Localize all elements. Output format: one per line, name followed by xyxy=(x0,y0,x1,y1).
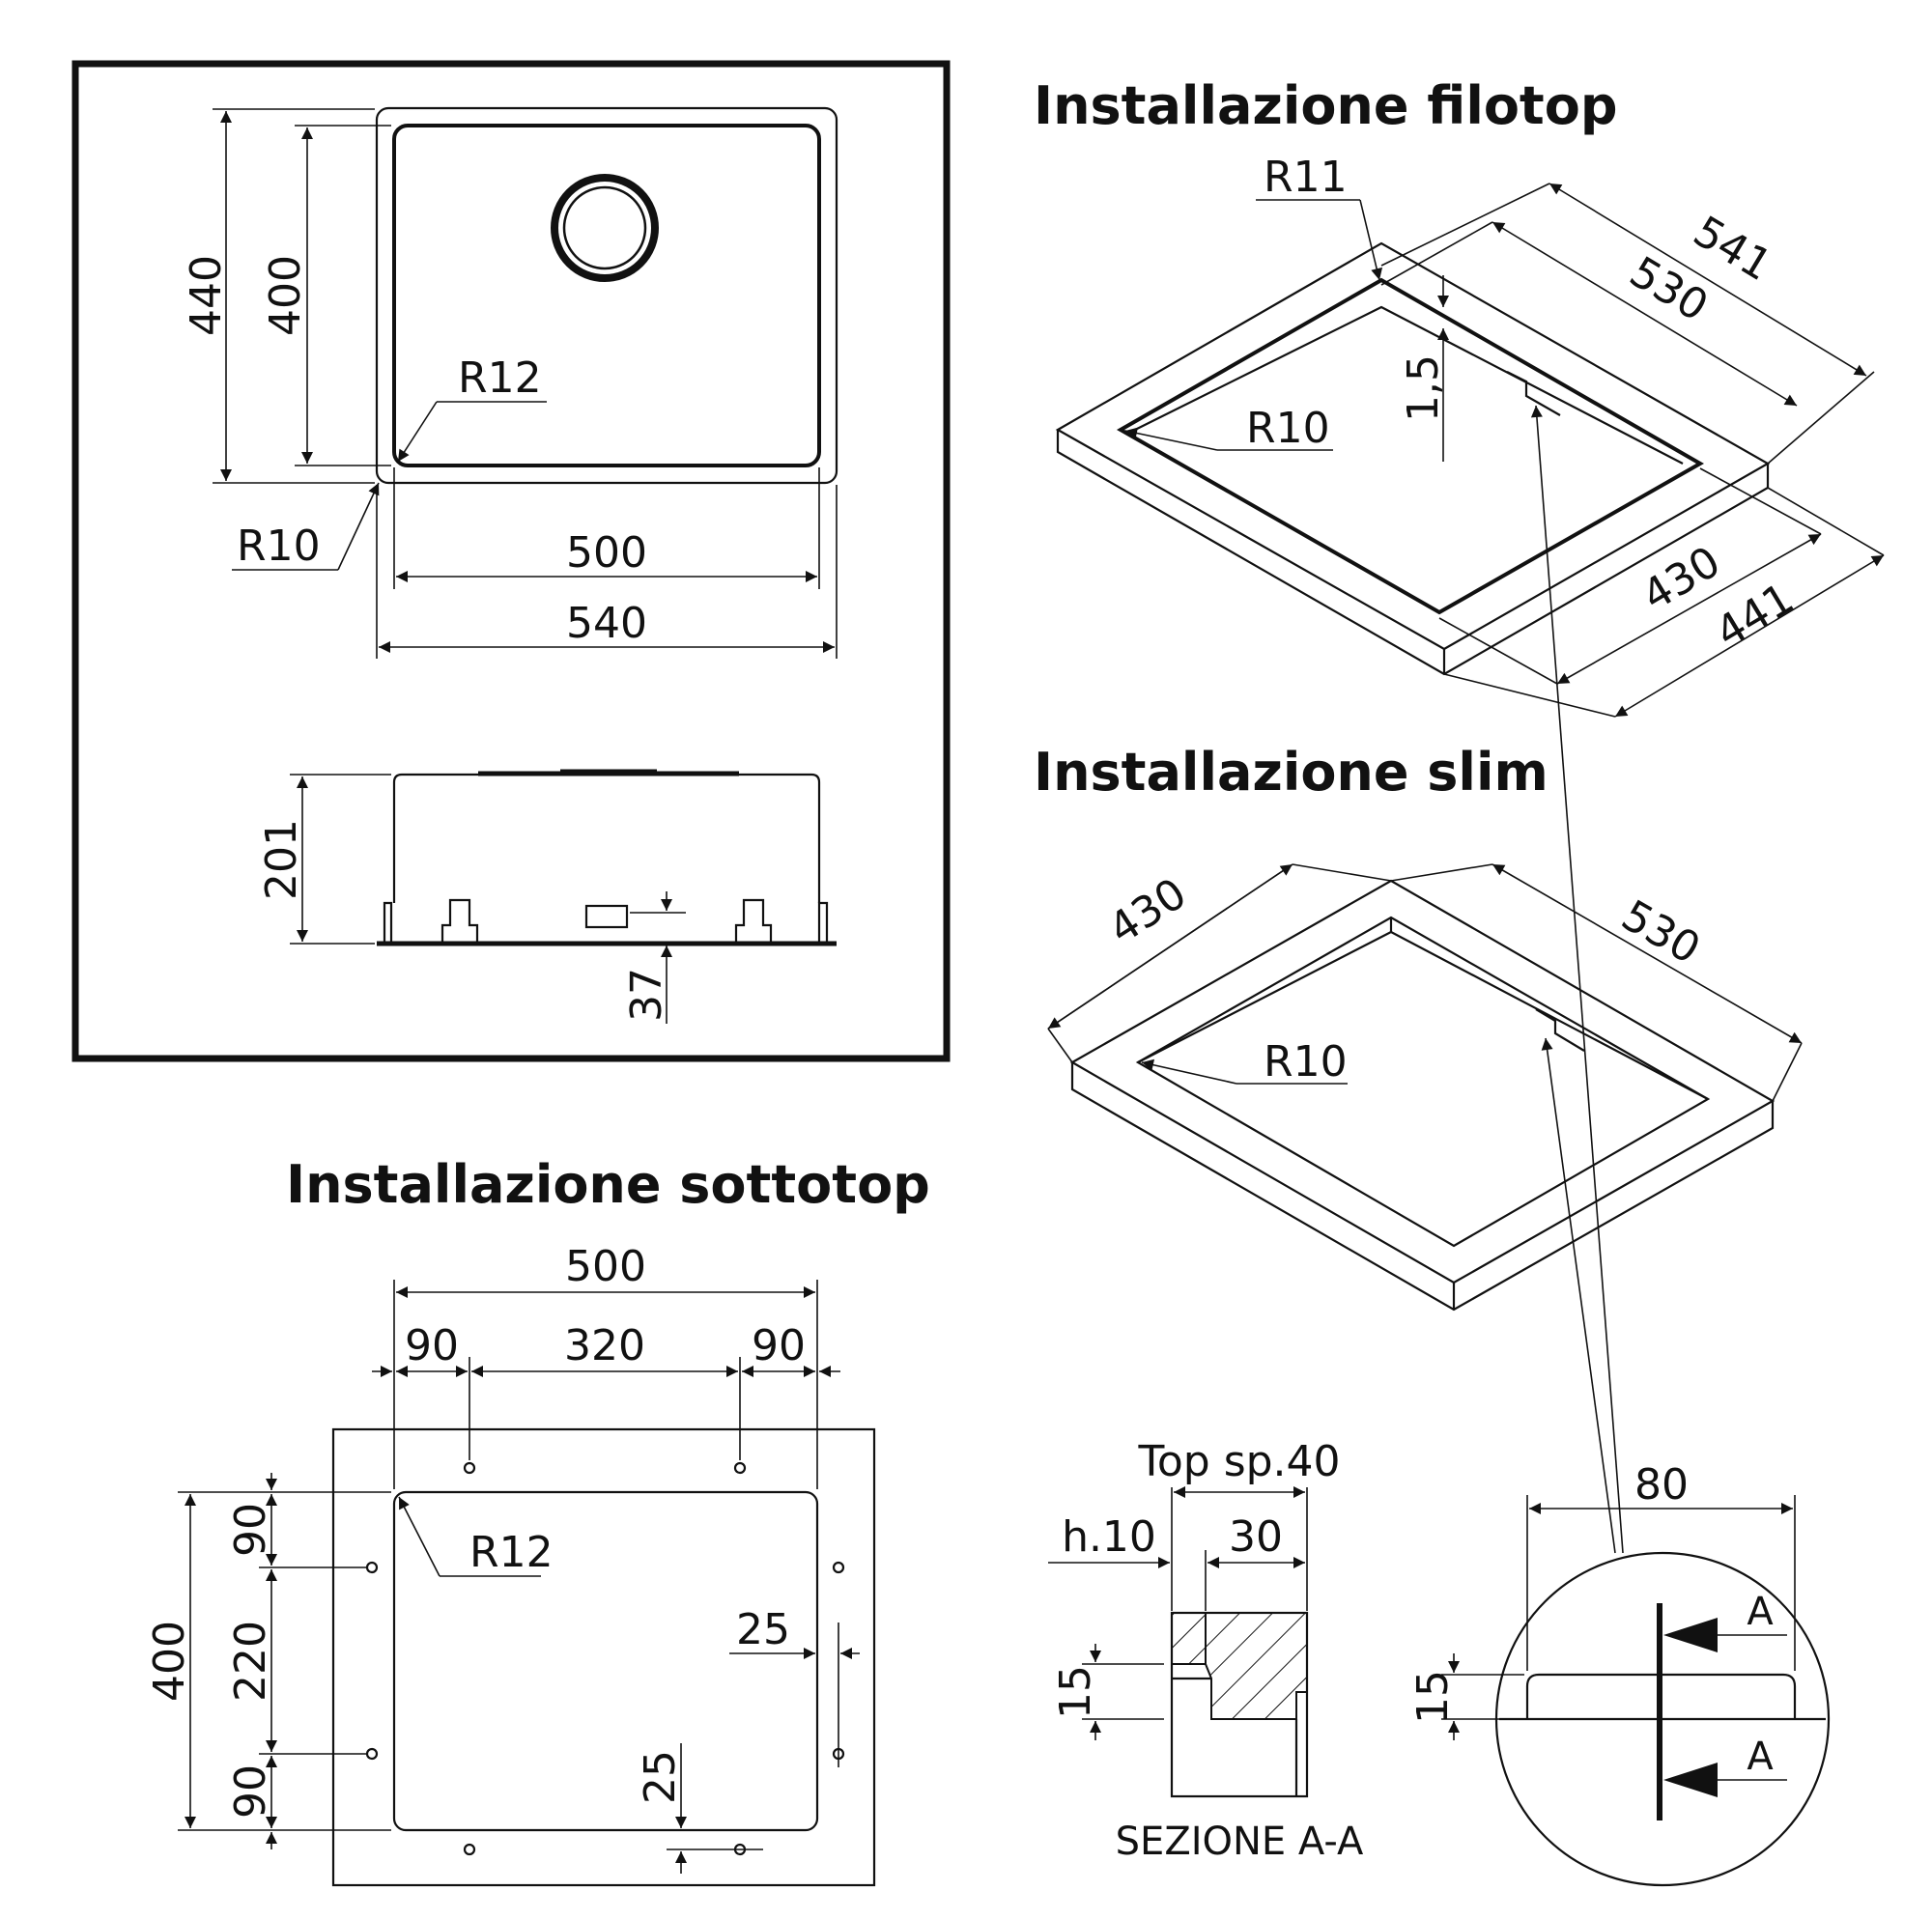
detail-leader-slim xyxy=(1541,1037,1616,1554)
filotop-inner-step xyxy=(1134,305,1684,465)
dim-440: 440 xyxy=(182,255,231,336)
slim-cutout xyxy=(1135,916,1711,1248)
dim-h10: h.10 xyxy=(1062,1512,1156,1562)
radius-r10-top: R10 xyxy=(237,522,321,571)
sink-cutout xyxy=(392,1490,819,1832)
bracket-left xyxy=(440,898,479,942)
cut-label-upper: A xyxy=(1747,1590,1774,1634)
section-a-a xyxy=(1170,1611,1309,1798)
dim-400-sottotop: 400 xyxy=(145,1621,194,1702)
cut-label-lower: A xyxy=(1747,1735,1774,1779)
sink-views-panel: 440 400 R12 R10 500 540 xyxy=(71,60,951,1062)
filotop-recess-edge xyxy=(1116,277,1705,615)
sottotop-cutout-plan xyxy=(331,1427,876,1887)
dim-430-filotop: 430 xyxy=(1634,537,1728,621)
dim-line-530-slim xyxy=(1492,863,1803,1044)
dim-line-430-slim xyxy=(1047,863,1293,1030)
dim-line-530 xyxy=(1492,221,1798,407)
section-top-label: Top sp.40 xyxy=(1137,1437,1340,1486)
dim-530: 530 xyxy=(1621,247,1716,331)
dim-15-detail: 15 xyxy=(1408,1670,1458,1724)
filotop-side xyxy=(1056,430,1770,676)
dim-540: 540 xyxy=(566,599,647,648)
heading-slim: Installazione slim xyxy=(1034,742,1548,803)
dim-441: 441 xyxy=(1707,574,1802,658)
section-caption: SEZIONE A-A xyxy=(1116,1820,1364,1864)
radius-r11: R11 xyxy=(1264,153,1348,202)
detail-view xyxy=(1494,1551,1831,1887)
panel-frame xyxy=(71,60,951,1062)
sink-side-view xyxy=(377,769,837,946)
detail-leader-filotop xyxy=(1530,405,1624,1554)
dim-500-sottotop: 500 xyxy=(565,1242,646,1291)
heading-filotop: Installazione filotop xyxy=(1034,75,1618,136)
radius-r12-sottotop: R12 xyxy=(469,1528,554,1577)
sink-body-outline xyxy=(392,773,821,903)
radius-r12-top: R12 xyxy=(458,353,542,403)
heading-sottotop: Installazione sottotop xyxy=(286,1154,930,1215)
dim-line-441 xyxy=(1614,554,1885,718)
dim-400: 400 xyxy=(261,255,310,336)
sink-outer-rim xyxy=(375,106,838,485)
drain-outer xyxy=(551,174,659,282)
slim-side xyxy=(1070,1062,1775,1312)
dim-90-left: 90 xyxy=(405,1321,459,1370)
radius-r10-slim: R10 xyxy=(1264,1037,1348,1086)
cut-arrow-upper xyxy=(1663,1618,1718,1652)
dim-430-slim: 430 xyxy=(1100,869,1195,955)
sink-basin xyxy=(392,124,821,467)
dim-30: 30 xyxy=(1229,1512,1283,1562)
dim-220: 220 xyxy=(226,1621,275,1702)
dim-320: 320 xyxy=(564,1321,645,1370)
fixing-holes xyxy=(365,1461,845,1856)
dim-25-side: 25 xyxy=(736,1605,790,1654)
dim-1-5: 1,5 xyxy=(1399,354,1448,422)
dim-90-top: 90 xyxy=(226,1503,275,1557)
worktop-outline xyxy=(331,1427,876,1887)
sink-top-view xyxy=(375,106,838,485)
dim-15-section: 15 xyxy=(1051,1665,1100,1719)
dim-90-bottom: 90 xyxy=(226,1764,275,1819)
dim-37: 37 xyxy=(622,968,671,1022)
dim-80: 80 xyxy=(1634,1460,1689,1510)
overflow-slot xyxy=(584,904,629,929)
dim-500: 500 xyxy=(566,528,647,578)
dim-201: 201 xyxy=(257,819,306,900)
dim-90-right: 90 xyxy=(752,1321,806,1370)
radius-r10-filotop: R10 xyxy=(1246,404,1330,453)
bracket-right xyxy=(734,898,773,942)
drain-inner xyxy=(562,185,647,270)
dim-25-bottom: 25 xyxy=(636,1750,685,1804)
cut-arrow-lower xyxy=(1663,1763,1718,1797)
